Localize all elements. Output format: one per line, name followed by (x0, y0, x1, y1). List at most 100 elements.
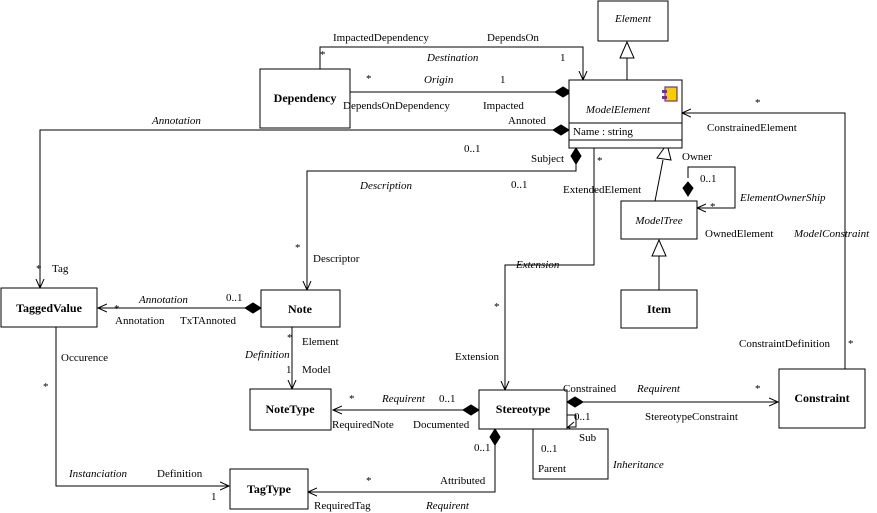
mult-star-descriptor: * (295, 242, 301, 254)
association-description (307, 147, 582, 290)
role-impacted: Impacted (483, 100, 524, 112)
association-element-ownership (682, 166, 736, 208)
association-requirent-tag (308, 428, 501, 492)
role-txt-annoted: TxTAnnoted (180, 315, 236, 327)
assoc-requirent-note: Requirent (381, 393, 426, 405)
assoc-extension: Extension (515, 259, 560, 271)
class-constraint[interactable]: Constraint (778, 368, 866, 429)
mult-zero-one-sub: 0..1 (574, 411, 591, 423)
role-required-note: RequiredNote (332, 419, 394, 431)
class-element[interactable]: Element (597, 0, 669, 42)
association-annotation-mid (98, 302, 262, 314)
mult-zero-one-documented: 0..1 (439, 393, 456, 405)
mult-one-definition: 1 (211, 491, 217, 503)
generalization-modeltree-modelelement (654, 142, 672, 202)
role-descriptor: Descriptor (313, 253, 360, 265)
class-note-type[interactable]: NoteType (249, 388, 332, 431)
class-note-type-title: NoteType (265, 402, 315, 416)
mult-star-element: * (287, 332, 293, 344)
class-tag-type[interactable]: TagType (229, 468, 309, 510)
role-model: Model (302, 364, 331, 376)
assoc-annotation-mid: Annotation (138, 294, 188, 306)
mult-star-required-tag: * (366, 475, 372, 487)
role-annotation: Annotation (115, 315, 165, 327)
mult-star-tag: * (36, 263, 42, 275)
role-subject: Subject (531, 153, 564, 165)
association-model-constraint (682, 113, 846, 369)
association-annotation-top (40, 124, 570, 288)
role-constraint-definition: ConstraintDefinition (739, 338, 831, 350)
assoc-annotation-top: Annotation (151, 115, 201, 127)
mult-star-constrained: * (755, 97, 761, 109)
role-parent: Parent (538, 463, 566, 475)
class-constraint-title: Constraint (794, 391, 849, 405)
mult-zero-one-owner: 0..1 (700, 173, 717, 185)
association-destination (319, 46, 583, 80)
role-required-tag: RequiredTag (314, 500, 371, 512)
mult-one-model: 1 (286, 364, 292, 376)
assoc-description: Description (359, 180, 412, 192)
class-note[interactable]: Note (260, 289, 341, 328)
class-dependency[interactable]: Dependency (259, 68, 351, 129)
assoc-requirent-tag: Requirent (425, 500, 470, 512)
mult-zero-one-attributed: 0..1 (474, 442, 491, 454)
class-item-title: Item (647, 302, 671, 316)
class-model-tree[interactable]: ModelTree (620, 200, 698, 240)
mult-zero-one-parent: 0..1 (541, 443, 558, 455)
assoc-requirent-constraint: Requirent (636, 383, 681, 395)
mult-star-stereo-constraint: * (755, 383, 761, 395)
mult-star-extension: * (494, 301, 500, 313)
class-stereotype[interactable]: Stereotype (478, 389, 568, 430)
mult-star-subject: * (597, 155, 603, 167)
mult-star-annotation: * (114, 303, 120, 315)
association-extension (505, 148, 595, 390)
role-constrained: Constrained (563, 383, 617, 395)
assoc-instanciation: Instanciation (68, 468, 128, 480)
mult-star-b: * (366, 73, 372, 85)
role-annoted: Annoted (508, 115, 546, 127)
mult-zero-one-a: 0..1 (464, 143, 481, 155)
role-stereotype-constraint: StereotypeConstraint (645, 411, 738, 423)
mult-star-constraint-def: * (848, 338, 854, 350)
class-tagged-value[interactable]: TaggedValue (0, 287, 98, 328)
role-constrained-element: ConstrainedElement (707, 122, 797, 134)
mult-star-occurence: * (43, 381, 49, 393)
role-occurence: Occurence (61, 352, 108, 364)
role-depends-on-dependency: DependsOnDependency (343, 100, 450, 112)
role-owner: Owner (682, 151, 712, 163)
association-instanciation (55, 327, 229, 486)
assoc-destination: Destination (426, 52, 479, 64)
assoc-origin: Origin (424, 74, 454, 86)
association-requirent-constraint (566, 396, 778, 408)
generalization-item-modeltree (651, 238, 667, 290)
class-note-title: Note (288, 302, 313, 316)
generalization-modelelement-element (619, 40, 635, 80)
role-sub: Sub (579, 432, 597, 444)
class-model-element-attribute: Name : string (573, 126, 633, 138)
class-element-title: Element (614, 13, 652, 25)
mult-star-owned: * (710, 201, 716, 213)
class-model-element[interactable]: ModelElement Name : string (568, 79, 683, 149)
assoc-model-constraint: ModelConstraint (793, 228, 870, 240)
role-definition: Definition (157, 468, 203, 480)
class-item[interactable]: Item (620, 289, 698, 329)
role-tag: Tag (52, 263, 69, 275)
role-documented: Documented (413, 419, 470, 431)
assoc-definition: Definition (244, 349, 290, 361)
component-icon (662, 86, 678, 102)
class-tagged-value-title: TaggedValue (16, 301, 82, 315)
mult-star-a: * (320, 49, 326, 61)
class-inheritance-box (532, 428, 609, 480)
role-impacted-dependency: ImpactedDependency (333, 32, 429, 44)
association-origin (350, 86, 572, 98)
role-depends-on: DependsOn (487, 32, 539, 44)
class-model-element-title: ModelElement (585, 104, 651, 116)
mult-star-required-note: * (349, 393, 355, 405)
role-extension: Extension (455, 351, 499, 363)
mult-one-b: 1 (500, 74, 506, 86)
class-model-tree-title: ModelTree (634, 215, 682, 227)
role-element: Element (302, 336, 339, 348)
mult-zero-one-txt: 0..1 (226, 292, 243, 304)
